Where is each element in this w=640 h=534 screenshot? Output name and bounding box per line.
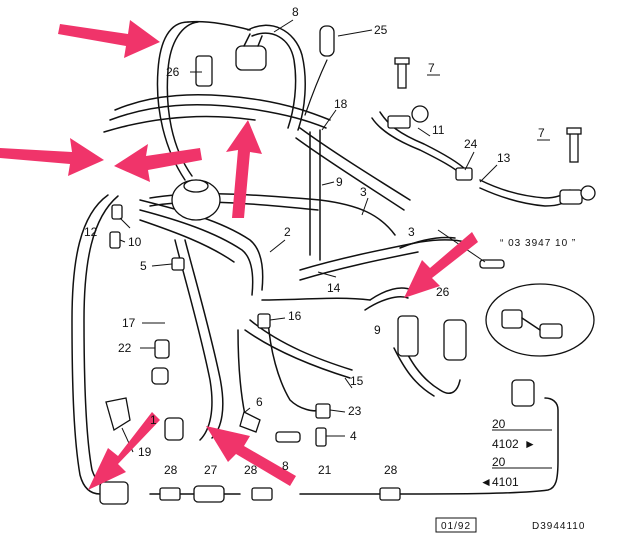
callout-19: 19 [138, 445, 152, 459]
callout-2: 2 [284, 225, 291, 239]
callout-7: 7 [428, 61, 435, 75]
clamp-28-right [379, 487, 401, 501]
fitting-4 [315, 427, 327, 447]
hose-network [71, 20, 573, 495]
callout-21: 21 [318, 463, 332, 477]
callout-27: 27 [204, 463, 218, 477]
date-box [435, 517, 477, 533]
arrow-4101: ◄ [480, 475, 492, 489]
pin-right [479, 259, 505, 269]
fitting-8-bottom [275, 431, 301, 443]
tee-23 [315, 403, 331, 419]
bolt-7-top [397, 61, 407, 89]
callout-25: 25 [374, 23, 388, 37]
fitting-24 [455, 167, 473, 181]
callout-20-lower: 20 [492, 455, 506, 469]
callout-8-bottom: 8 [282, 459, 289, 473]
valve-19 [105, 397, 131, 432]
callout-6: 6 [256, 395, 263, 409]
annotation-arrow-4 [226, 120, 262, 218]
callout-12: 12 [84, 225, 98, 239]
drawing-number: D3944110 [532, 521, 585, 532]
callout-11: 11 [432, 123, 445, 137]
annotation-arrow-1 [58, 20, 160, 58]
clamp-28-left [159, 487, 181, 501]
sleeve-27 [193, 485, 225, 503]
valve-20 [511, 379, 535, 407]
detail-part-code: “ 03 3947 10 ” [500, 238, 576, 249]
callout-3: 3 [360, 185, 367, 199]
callout-1: 1 [150, 413, 157, 427]
detail-inset [485, 283, 595, 357]
annotation-arrow-3 [114, 144, 202, 182]
callout-28-mid: 28 [244, 463, 258, 477]
callout-9-lower: 9 [374, 323, 381, 337]
callout-15: 15 [350, 374, 364, 388]
fitting-10 [109, 231, 121, 249]
callout-26: 26 [166, 65, 180, 79]
label-underlines [427, 74, 552, 469]
clamp-28-mid [251, 487, 273, 501]
reference-4101: 4101 [492, 475, 519, 489]
fitting-11 [387, 115, 411, 129]
bolt-7-right [569, 131, 579, 163]
callout-28-right: 28 [384, 463, 398, 477]
solenoid-valve-top [235, 45, 267, 71]
callout-4: 4 [350, 429, 357, 443]
reference-labels: “ 03 3947 10 ” 4102 ► 4101 ◄ 01/92 D3944… [435, 238, 585, 533]
fitting-22 [154, 339, 170, 359]
annotation-arrows [0, 20, 478, 490]
annotation-arrow-2 [0, 138, 104, 176]
date-text: 01/92 [441, 521, 471, 532]
leader-lines [119, 19, 498, 453]
callout-14: 14 [327, 281, 341, 295]
callout-13: 13 [497, 151, 511, 165]
solenoid-valve-right [443, 319, 467, 361]
callout-16: 16 [288, 309, 302, 323]
callout-28-left: 28 [164, 463, 178, 477]
annotation-arrow-7 [206, 426, 296, 486]
tee-bottom-left [99, 481, 129, 505]
callout-22: 22 [118, 341, 132, 355]
fitting-near-22 [151, 367, 169, 385]
callout-10: 10 [128, 235, 142, 249]
annotation-arrow-6 [88, 412, 160, 490]
callout-8: 8 [292, 5, 299, 19]
fitting-12 [111, 204, 123, 220]
callout-7-right: 7 [538, 126, 545, 140]
components [99, 25, 596, 505]
fitting-5 [171, 257, 185, 271]
valve-1 [164, 417, 184, 441]
callout-3-right: 3 [408, 225, 415, 239]
callout-17: 17 [122, 316, 136, 330]
callout-18: 18 [334, 97, 348, 111]
callout-5: 5 [140, 259, 147, 273]
fitting-13 [559, 189, 583, 205]
arrow-4102: ► [524, 437, 536, 451]
bracket-26 [397, 315, 419, 357]
annotation-arrow-5 [404, 232, 478, 298]
reference-4102: 4102 [492, 437, 519, 451]
callout-9: 9 [336, 175, 343, 189]
connector-25 [319, 25, 335, 57]
callout-23: 23 [348, 404, 362, 418]
callout-24: 24 [464, 137, 478, 151]
fitting-6 [239, 411, 261, 433]
callout-26-right: 26 [436, 285, 450, 299]
callout-20: 20 [492, 417, 506, 431]
fitting-16 [257, 313, 271, 329]
callout-labels: 8 25 26 7 18 11 24 13 7 9 3 12 10 2 3 5 … [84, 5, 545, 477]
